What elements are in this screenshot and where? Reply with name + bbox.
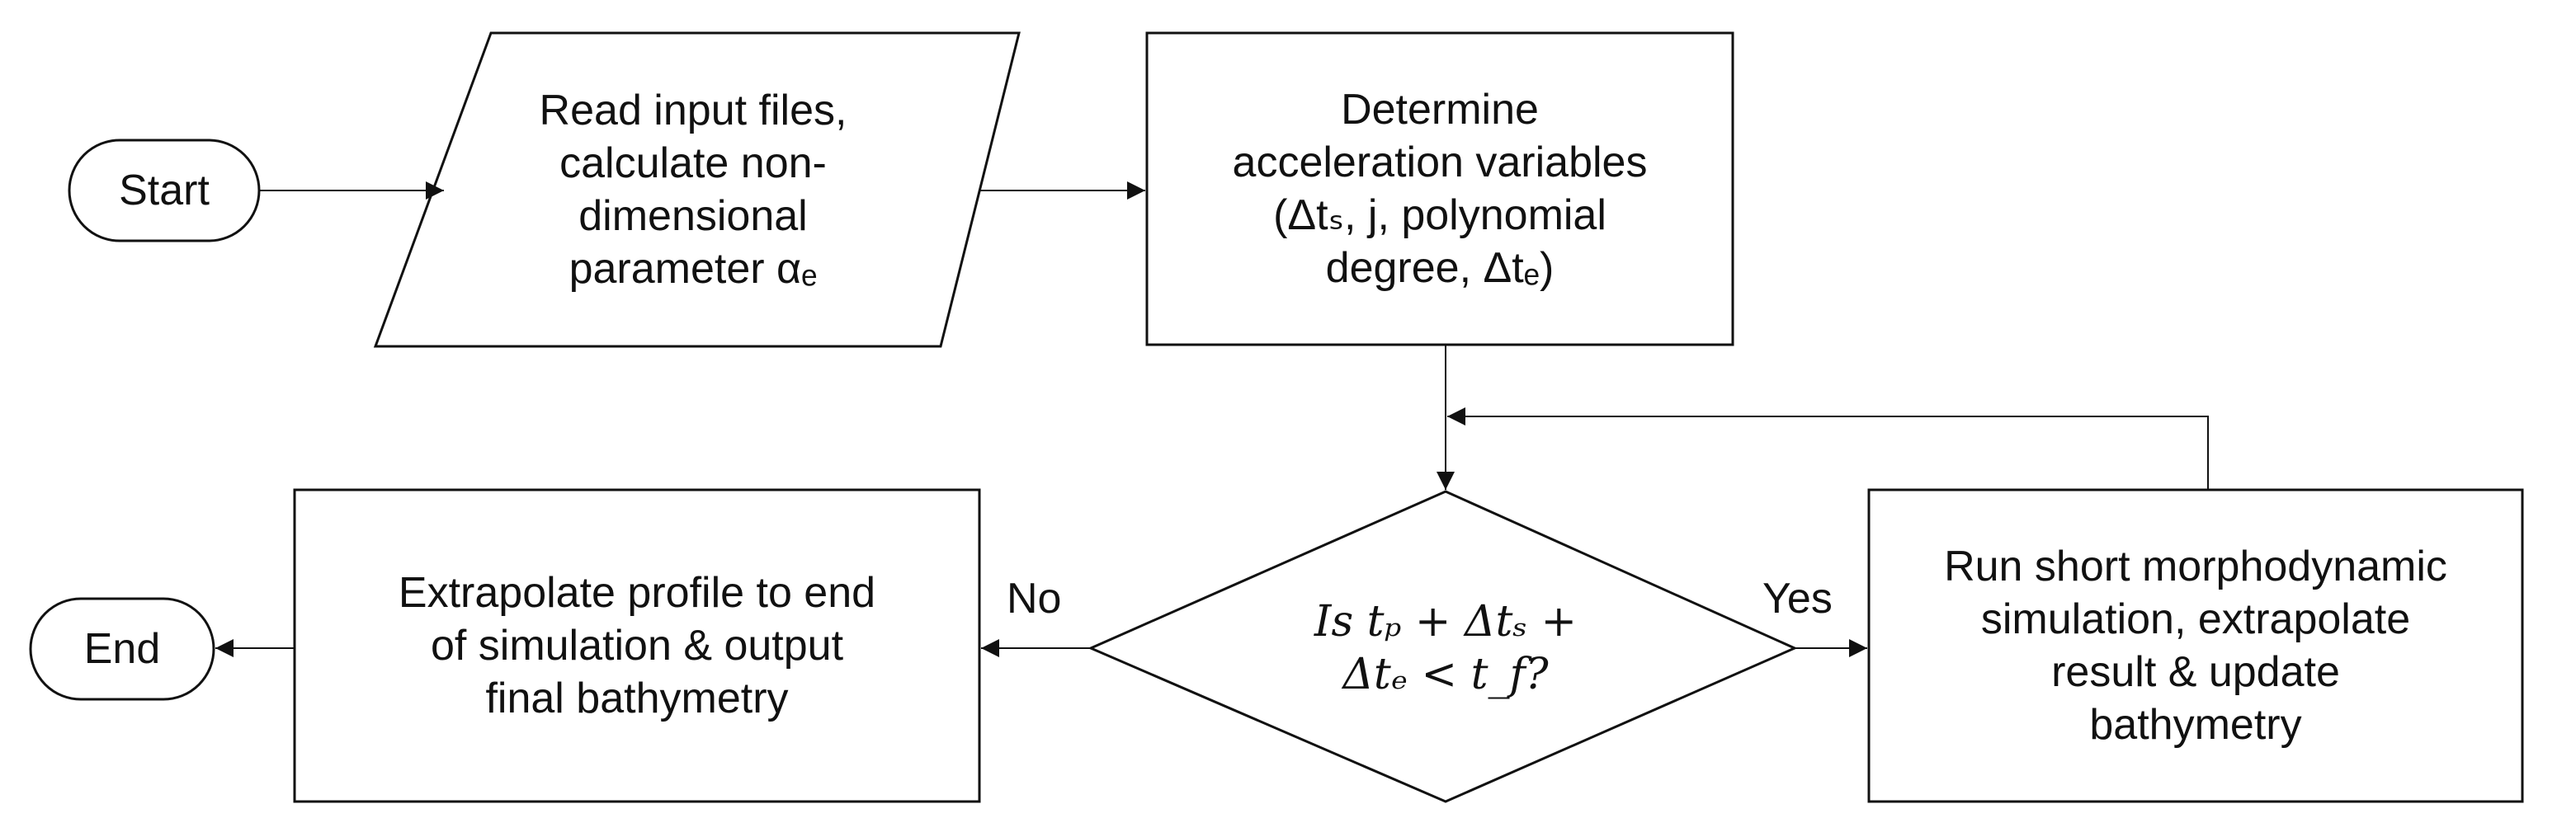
input-line-3: dimensional (578, 192, 808, 240)
decision-diamond (1087, 490, 1798, 803)
input-parallelogram (373, 31, 1021, 348)
input-text: Read input files, calculate non- dimensi… (396, 33, 990, 346)
run-short-line-4: bathymetry (2089, 701, 2302, 749)
run-short-process-box (1867, 488, 2524, 803)
end-terminal (29, 597, 215, 701)
extrapolate-text: Extrapolate profile to end of simulation… (295, 490, 979, 802)
extrapolate-line-3: final bathymetry (485, 675, 789, 722)
input-line-4: parameter αₑ (569, 245, 818, 293)
extrapolate-process-box (293, 488, 981, 803)
extrapolate-line-1: Extrapolate profile to end (398, 569, 876, 617)
end-label: End (83, 625, 161, 673)
input-line-1: Read input files, (539, 87, 847, 134)
determine-line-4: degree, Δtₑ) (1325, 244, 1555, 292)
decision-text: Is tₚ + Δtₛ + Δtₑ < t_f? (1173, 557, 1718, 739)
determine-line-2: acceleration variables (1232, 139, 1648, 186)
run-short-line-2: simulation, extrapolate (1980, 595, 2411, 643)
edge-run-loop-back (1447, 407, 2209, 490)
determine-text: Determine acceleration variables (Δtₛ, j… (1147, 33, 1733, 345)
determine-line-3: (Δtₛ, j, polynomial (1273, 191, 1606, 239)
decision-line-2: Δtₑ < t_f? (1342, 650, 1549, 699)
edge-label-yes: Yes (1762, 575, 1833, 623)
extrapolate-line-2: of simulation & output (430, 622, 844, 670)
edge-label-no: No (1007, 575, 1062, 623)
start-label: Start (119, 167, 210, 214)
determine-line-1: Determine (1341, 86, 1539, 134)
decision-line-1: Is tₚ + Δtₛ + (1314, 597, 1578, 647)
run-short-line-1: Run short morphodynamic (1944, 543, 2447, 590)
input-line-2: calculate non- (559, 139, 827, 187)
run-short-line-3: result & update (2051, 648, 2340, 696)
determine-process-box (1145, 31, 1734, 346)
run-short-text: Run short morphodynamic simulation, extr… (1869, 490, 2522, 802)
